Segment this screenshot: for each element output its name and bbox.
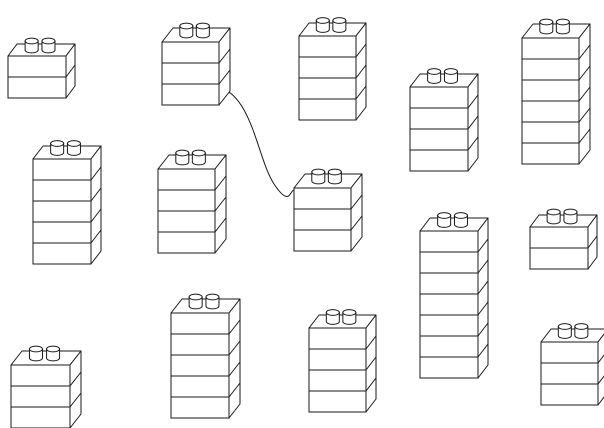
brick-front-face — [162, 42, 219, 105]
brick-stud — [547, 209, 560, 224]
brick-side-face — [219, 28, 230, 105]
brick-stud — [328, 169, 341, 184]
brick-stack — [299, 18, 366, 120]
brick-stud — [189, 294, 202, 309]
brick-stack — [162, 23, 230, 105]
brick-front-face — [541, 342, 598, 405]
brick-front-face — [294, 188, 351, 251]
brick-stud — [558, 324, 571, 339]
brick-stack — [541, 324, 604, 405]
connector-curve — [220, 88, 294, 196]
brick-stack — [309, 310, 376, 412]
brick-stud — [29, 346, 42, 361]
brick-stack — [171, 294, 240, 418]
brick-stack — [158, 150, 226, 253]
brick-stud — [47, 346, 60, 361]
brick-side-face — [229, 299, 240, 418]
brick-stud — [556, 19, 569, 34]
brick-stack — [11, 346, 81, 428]
brick-stack — [530, 209, 597, 269]
brick-stud — [176, 150, 189, 165]
brick-front-face — [33, 159, 91, 264]
brick-stud — [454, 213, 467, 228]
brick-stud — [192, 150, 205, 165]
brick-stack — [522, 19, 590, 164]
brick-stud — [343, 310, 356, 325]
brick-stud — [564, 209, 577, 224]
brick-front-face — [11, 365, 70, 428]
brick-side-face — [91, 146, 101, 264]
brick-side-face — [351, 174, 362, 251]
brick-stack — [294, 169, 362, 251]
brick-stud — [438, 213, 451, 228]
brick-stud — [67, 141, 80, 156]
brick-stud — [180, 23, 193, 38]
brick-stack — [420, 213, 488, 378]
brick-stud — [196, 23, 209, 38]
brick-stud — [42, 38, 55, 53]
brick-stack — [410, 69, 478, 171]
brick-stud — [540, 19, 553, 34]
brick-side-face — [598, 329, 604, 405]
brick-side-face — [70, 351, 81, 428]
brick-front-face — [420, 231, 478, 378]
brick-stud — [51, 141, 64, 156]
brick-stud — [316, 18, 329, 33]
brick-stud — [312, 169, 325, 184]
brick-top-face — [541, 329, 604, 342]
brick-side-face — [478, 218, 488, 378]
brick-stud — [25, 38, 38, 53]
brick-stud — [333, 18, 346, 33]
brick-front-face — [171, 313, 229, 418]
brick-top-face — [11, 351, 81, 365]
brick-stud — [326, 310, 339, 325]
brick-stud — [206, 294, 219, 309]
connector-layer — [220, 88, 294, 196]
brick-stack — [8, 38, 75, 98]
brick-stack — [33, 141, 101, 264]
brick-stud — [575, 324, 588, 339]
brick-layer — [8, 18, 604, 428]
brick-stud — [444, 69, 457, 84]
brick-stud — [428, 69, 441, 84]
